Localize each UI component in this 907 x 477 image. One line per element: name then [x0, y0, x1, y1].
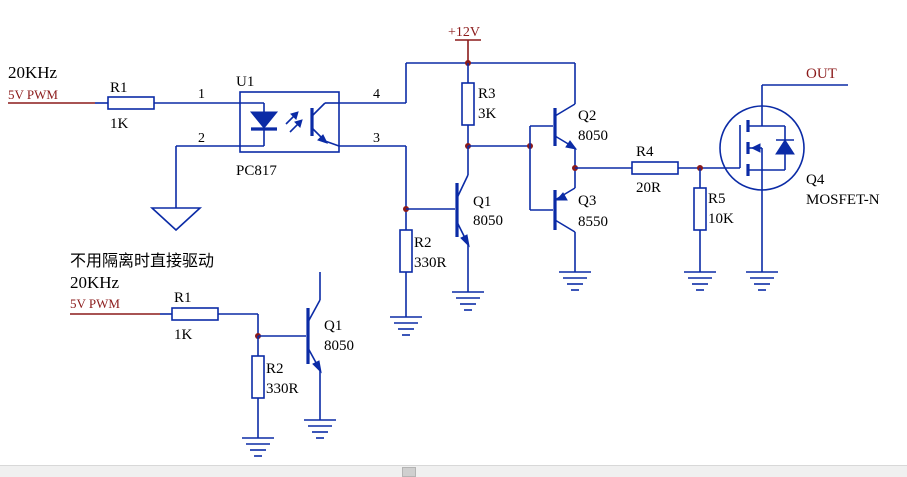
bottom-r2-resistor — [251, 355, 265, 399]
u1-part: PC817 — [236, 163, 277, 179]
top-input-freq: 20KHz — [8, 63, 58, 82]
q3-ref: Q3 — [578, 193, 596, 209]
r4-value: 20R — [636, 180, 661, 196]
u1-optocoupler-body — [239, 91, 340, 153]
r3-resistor — [461, 82, 475, 126]
u1-pin2: 2 — [198, 131, 205, 146]
r4-ref: R4 — [636, 144, 654, 160]
r5-value: 10K — [708, 211, 734, 227]
bottom-r1-resistor — [171, 307, 219, 321]
out-label: OUT — [806, 66, 837, 82]
u1-led-icon — [249, 111, 279, 129]
top-r2-resistor — [399, 229, 413, 273]
bottom-caption: 不用隔离时直接驱动 — [70, 251, 214, 270]
u1-pin3: 3 — [373, 131, 380, 146]
q4-body-diode-icon — [775, 139, 795, 155]
bottom-input-freq: 20KHz — [70, 273, 120, 292]
bottom-q1-ref: Q1 — [324, 318, 342, 334]
horizontal-scrollbar[interactable] — [0, 465, 907, 477]
r3-value: 3K — [478, 106, 497, 122]
top-r2-value: 330R — [414, 255, 447, 271]
bottom-input-signal: 5V PWM — [70, 296, 120, 311]
q4-ref: Q4 — [806, 172, 825, 188]
bottom-r2-ref: R2 — [266, 361, 284, 377]
top-r1-value: 1K — [110, 116, 129, 132]
q4-part: MOSFET-N — [806, 192, 880, 208]
q2-ref: Q2 — [578, 108, 596, 124]
top-r2-ref: R2 — [414, 235, 432, 251]
bottom-r2-value: 330R — [266, 381, 299, 397]
r5-ref: R5 — [708, 191, 726, 207]
signal-ground-icon — [149, 207, 203, 232]
u1-pin4: 4 — [373, 87, 380, 102]
bottom-r1-ref: R1 — [174, 290, 192, 306]
top-q1-ref: Q1 — [473, 194, 491, 210]
top-r1-ref: R1 — [110, 80, 128, 96]
r3-ref: R3 — [478, 86, 496, 102]
r5-resistor — [693, 187, 707, 231]
top-input-signal: 5V PWM — [8, 87, 58, 102]
bottom-r1-value: 1K — [174, 327, 193, 343]
bottom-q1-part: 8050 — [324, 338, 354, 354]
top-q1-part: 8050 — [473, 213, 503, 229]
q2-part: 8050 — [578, 128, 608, 144]
u1-ref: U1 — [236, 74, 254, 90]
q3-part: 8550 — [578, 214, 608, 230]
u1-pin1: 1 — [198, 87, 205, 102]
r4-resistor — [631, 161, 679, 175]
supply-label: +12V — [448, 25, 480, 40]
top-r1-resistor — [107, 96, 155, 110]
